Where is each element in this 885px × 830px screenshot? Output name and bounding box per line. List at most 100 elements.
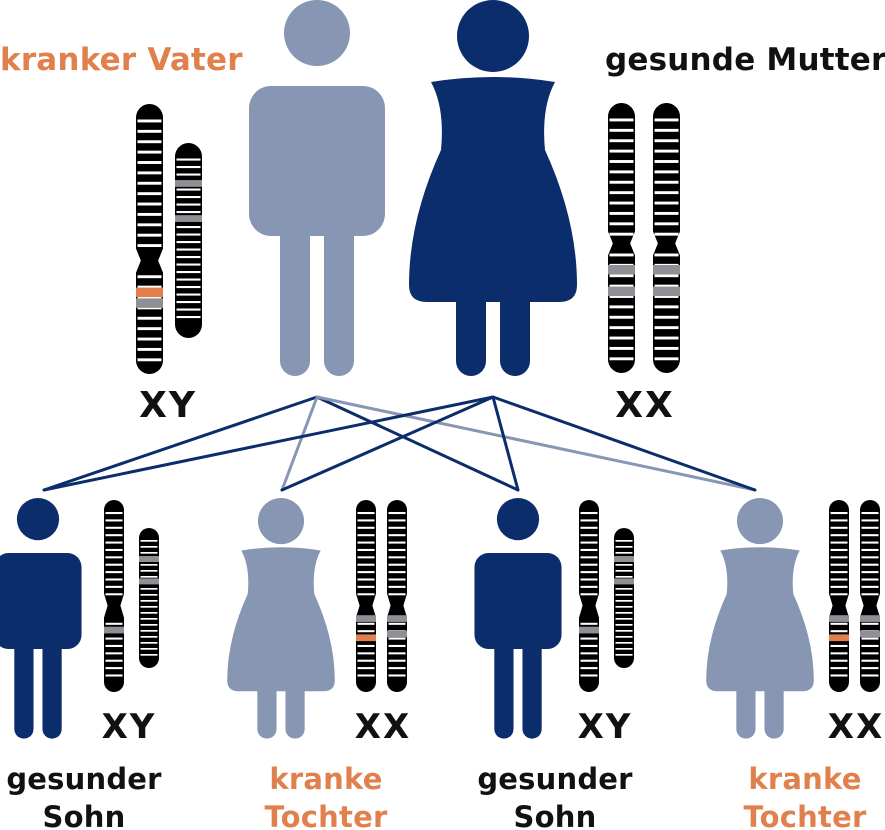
band (105, 512, 123, 515)
band (105, 593, 123, 596)
band (176, 226, 201, 229)
band (654, 139, 679, 143)
mutation-marker (829, 634, 849, 642)
band (176, 286, 201, 289)
band (580, 512, 598, 515)
band (830, 622, 848, 625)
child-daughter-2: XX kranke Tochter (706, 497, 882, 830)
band (654, 118, 679, 122)
band (615, 606, 633, 608)
band (388, 585, 406, 588)
band (609, 295, 634, 298)
band (580, 659, 598, 662)
gray-band (104, 626, 124, 634)
band (105, 637, 123, 640)
band (654, 232, 679, 236)
band (580, 563, 598, 566)
leg (324, 200, 354, 376)
x-chromosome (579, 500, 599, 692)
band (615, 564, 633, 566)
band (609, 118, 634, 122)
band (140, 618, 158, 620)
band (580, 578, 598, 581)
leg (42, 626, 62, 739)
band (176, 271, 201, 274)
band (105, 674, 123, 677)
gray-band (175, 215, 202, 222)
chromosome-body (829, 500, 849, 692)
band (615, 576, 633, 578)
band (176, 278, 201, 281)
band (176, 188, 201, 191)
child-chromosomes (356, 500, 407, 692)
band (176, 196, 201, 199)
mother-label: gesunde Mutter (605, 42, 885, 78)
chromosome-body (175, 143, 202, 338)
gray-band (387, 615, 407, 622)
band (140, 576, 158, 578)
band (137, 212, 162, 216)
band (861, 622, 879, 625)
father-group: kranker Vater XY (0, 0, 385, 426)
band (654, 357, 679, 361)
band (176, 316, 201, 319)
band (654, 180, 679, 184)
gray-band (653, 286, 680, 297)
leg (764, 677, 784, 739)
band (861, 593, 879, 596)
band (580, 593, 598, 596)
band (137, 192, 162, 196)
band (654, 305, 679, 309)
band (105, 541, 123, 544)
band (615, 642, 633, 644)
band (137, 285, 162, 289)
leg (494, 626, 514, 739)
band (609, 346, 634, 350)
band (861, 548, 879, 551)
band (830, 630, 848, 633)
child-chromosome-label: XY (102, 707, 157, 747)
band (357, 571, 375, 574)
band (137, 316, 162, 320)
band (609, 253, 634, 257)
band (176, 301, 201, 304)
band (609, 191, 634, 195)
inheritance-line (42, 395, 495, 492)
band (609, 284, 634, 288)
band (388, 534, 406, 537)
dress (409, 77, 577, 302)
band (105, 652, 123, 655)
mother-group: gesunde Mutter XX (409, 0, 885, 426)
leg (257, 677, 277, 739)
child-son-1: XY gesunder Sohn (0, 498, 162, 830)
band (861, 674, 879, 677)
band (615, 552, 633, 554)
band (357, 519, 375, 522)
band (357, 659, 375, 662)
leg (280, 200, 310, 376)
band (105, 563, 123, 566)
band (137, 171, 162, 175)
band (176, 293, 201, 296)
band (357, 593, 375, 596)
leg (456, 280, 486, 376)
band (140, 630, 158, 632)
child-daughter-1: XX kranke Tochter (227, 497, 409, 830)
band (615, 588, 633, 590)
chromosome-body (608, 103, 635, 374)
band (615, 612, 633, 614)
band (580, 526, 598, 529)
band (176, 263, 201, 266)
y-chromosome (175, 143, 202, 338)
band (654, 211, 679, 215)
band (105, 534, 123, 537)
band (137, 119, 162, 123)
band (388, 548, 406, 551)
band (357, 534, 375, 537)
father-label: kranker Vater (0, 42, 243, 78)
band (580, 674, 598, 677)
band (609, 326, 634, 330)
band (137, 202, 162, 206)
gray-band (614, 578, 634, 585)
band (861, 556, 879, 559)
